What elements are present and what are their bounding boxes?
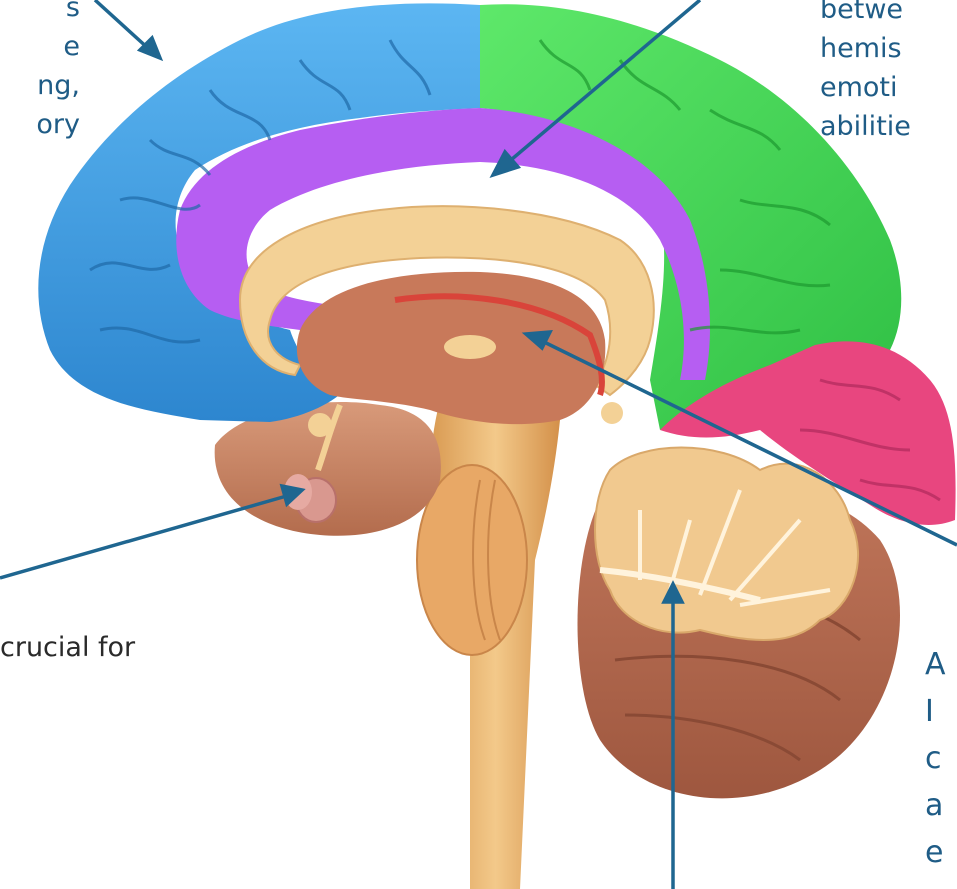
label-cingulate: betwe hemis emoti abilitie [820,0,911,146]
cerebellum [578,448,901,799]
label-frontal-line-4: ory [0,105,80,144]
label-thalamus: A I c a e [925,641,946,876]
label-thalamus-line-1: A [925,641,946,688]
label-cingulate-line-3: emoti [820,68,911,107]
label-frontal-line-2: e [0,27,80,66]
label-thalamus-line-5: e [925,829,946,876]
label-frontal: s e ng, ory [0,0,80,144]
label-frontal-line-1: s [0,0,80,27]
arrow-frontal [95,0,160,58]
label-pituitary: crucial for [0,628,135,667]
label-frontal-line-3: ng, [0,66,80,105]
label-cingulate-line-4: abilitie [820,107,911,146]
label-thalamus-line-2: I [925,688,946,735]
label-cingulate-line-2: hemis [820,29,911,68]
label-thalamus-line-4: a [925,782,946,829]
anterior-commissure [444,335,496,359]
label-cingulate-line-1: betwe [820,0,911,29]
label-thalamus-line-3: c [925,735,946,782]
label-pituitary-line-1: crucial for [0,628,135,667]
